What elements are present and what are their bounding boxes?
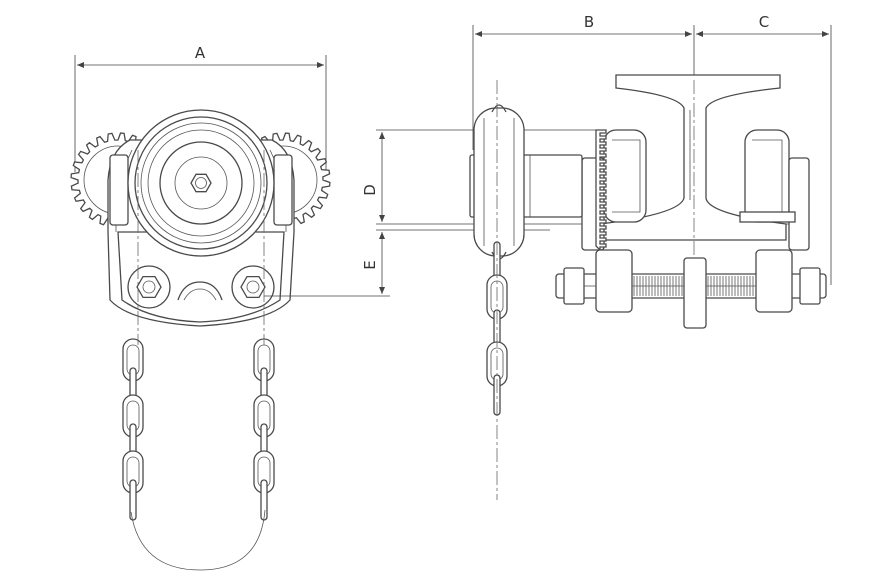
axle-assembly <box>555 249 827 329</box>
hand-chain-front <box>122 338 275 521</box>
front-view: A <box>70 44 331 571</box>
dimension-b: B <box>472 13 695 150</box>
side-plate-right <box>739 129 810 251</box>
left-bolt-icon <box>127 265 171 309</box>
dimension-c: C <box>696 13 832 285</box>
dimension-label-a: A <box>195 44 206 62</box>
dimension-label-c: C <box>759 13 769 31</box>
hex-nut-icon <box>190 173 212 193</box>
dimension-label-d: D <box>361 184 379 196</box>
dimension-label-b: B <box>584 13 594 31</box>
side-plate-left <box>581 129 647 252</box>
hand-wheel-side <box>469 104 583 260</box>
chain-link <box>260 479 268 521</box>
chain-link <box>129 479 137 521</box>
dimension-a: A <box>74 44 327 172</box>
chain-loop <box>130 509 266 571</box>
dimension-label-e: E <box>361 260 379 269</box>
right-bolt-icon <box>231 265 275 309</box>
i-beam <box>599 74 787 241</box>
side-view: B C D E <box>264 13 832 416</box>
hand-wheel <box>127 109 275 257</box>
